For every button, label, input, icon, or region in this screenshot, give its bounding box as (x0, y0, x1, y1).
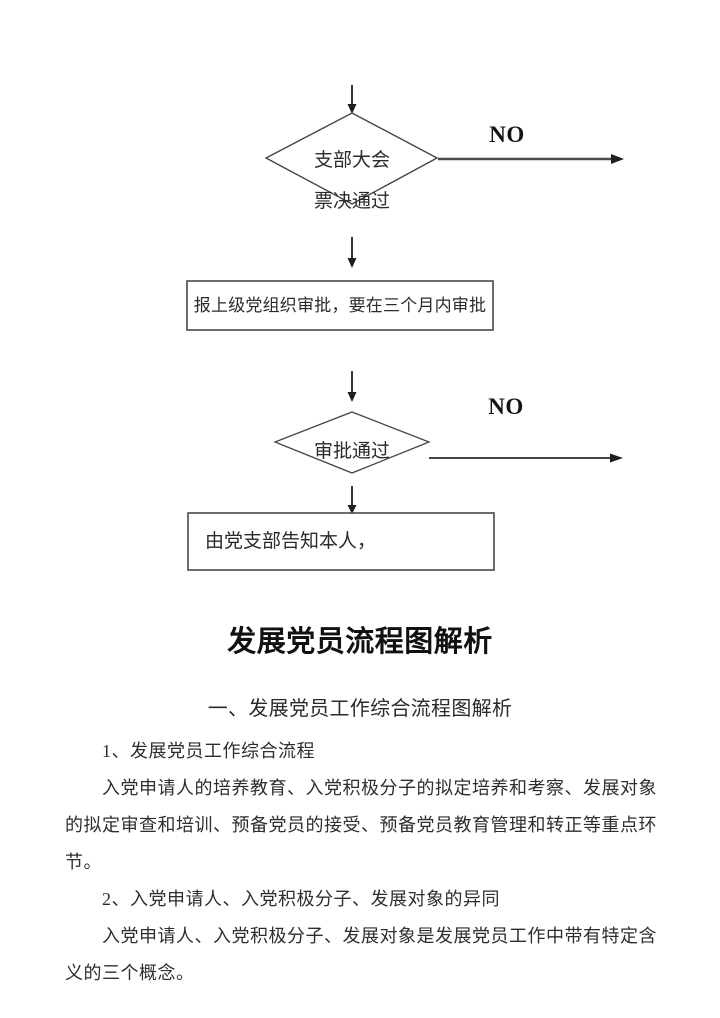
body-line-paragraph1-b: 的拟定审查和培训、预备党员的接受、预备党员教育管理和转正等重点环 (65, 815, 657, 835)
process-report-approval-label: 报上级党组织审批，要在三个月内审批 (193, 295, 487, 315)
body-line-paragraph2-b: 义的三个概念。 (65, 963, 195, 983)
arrow-no-branch (438, 154, 624, 164)
process-box-notify-person (187, 512, 495, 571)
section-heading: 一、发展党员工作综合流程图解析 (207, 698, 513, 720)
decision-branch-meeting-label-line2: 票决通过 (313, 191, 390, 212)
page-title: 发展党员流程图解析 (227, 626, 493, 658)
body-line-item-2: 2、入党申请人、入党积极分子、发展对象的异同 (102, 889, 500, 909)
process-notify-person-label: 由党支部告知本人， (205, 530, 377, 552)
arrow-approval-to-notify (347, 486, 357, 514)
body-line-paragraph2-a: 入党申请人、入党积极分子、发展对象是发展党员工作中带有特定含 (102, 926, 657, 946)
arrow-vote-to-report (347, 237, 357, 268)
decision-approval-label: 审批通过 (313, 441, 390, 462)
arrow-no-approval (429, 453, 623, 463)
decision-diamond-approval (273, 411, 431, 474)
body-line-item-1: 1、发展党员工作综合流程 (102, 741, 315, 761)
process-box-report-approval (186, 280, 494, 331)
body-line-paragraph1-a: 入党申请人的培养教育、入党积极分子的拟定培养和考察、发展对象 (102, 778, 657, 798)
decision-branch-meeting-label-line1: 支部大会 (313, 150, 390, 171)
arrow-report-to-approval (347, 371, 357, 402)
body-line-paragraph1-c: 节。 (65, 852, 102, 872)
decision-diamond-branch-meeting (264, 112, 439, 205)
no-approval-label: NO (488, 394, 524, 419)
no-branch-label: NO (489, 122, 525, 147)
arrow-entry-down (347, 85, 357, 114)
